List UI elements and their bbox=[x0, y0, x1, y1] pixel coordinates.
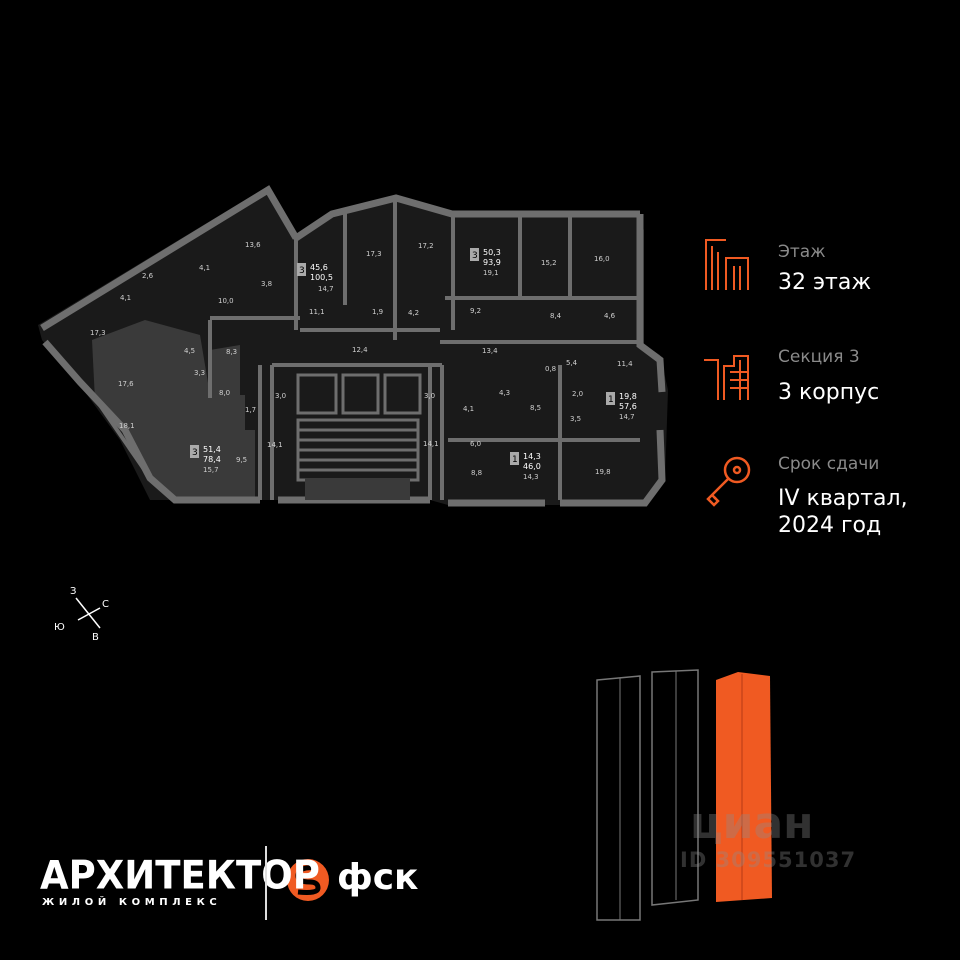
room-area: 17,2 bbox=[418, 242, 434, 250]
room-area: 5,4 bbox=[566, 359, 578, 367]
apartment-badge[interactable]: 3 51,4 78,4 15,7 bbox=[190, 445, 221, 474]
apartment-badge[interactable]: 3 50,3 93,9 19,1 bbox=[470, 248, 501, 277]
room-area: 3,0 bbox=[424, 392, 435, 400]
svg-text:15,7: 15,7 bbox=[203, 466, 219, 474]
deadline-value-line2: 2024 год bbox=[778, 513, 882, 538]
svg-text:93,9: 93,9 bbox=[483, 258, 501, 267]
apartment-highlighted[interactable] bbox=[92, 320, 255, 498]
room-area: 4,1 bbox=[199, 264, 210, 272]
room-area: 4,6 bbox=[604, 312, 616, 320]
svg-text:19,1: 19,1 bbox=[483, 269, 499, 277]
room-area: 3,3 bbox=[194, 369, 205, 377]
apartment-badge[interactable]: 1 19,8 57,6 14,7 bbox=[606, 392, 637, 421]
room-area: 19,8 bbox=[595, 468, 611, 476]
room-area: 3,5 bbox=[570, 415, 581, 423]
room-area: 2,0 bbox=[572, 390, 583, 398]
section-value: 3 корпус bbox=[778, 380, 880, 405]
section-label: Секция 3 bbox=[778, 347, 860, 367]
room-area: 1,7 bbox=[245, 406, 256, 414]
floor-value: 32 этаж bbox=[778, 270, 872, 295]
room-area: 2,6 bbox=[142, 272, 154, 280]
svg-text:57,6: 57,6 bbox=[619, 402, 637, 411]
compass-rose-icon bbox=[75, 597, 101, 629]
logo-sub: ЖИЛОЙ КОМПЛЕКС bbox=[42, 897, 222, 908]
svg-text:14,7: 14,7 bbox=[318, 285, 334, 293]
room-area: 10,0 bbox=[218, 297, 234, 305]
fsk-logo-icon bbox=[287, 859, 329, 901]
svg-text:100,5: 100,5 bbox=[310, 273, 333, 282]
room-labels: 13,6 17,3 2,6 4,1 4,1 3,8 10,0 11,1 17,3… bbox=[90, 241, 633, 477]
room-area: 17,3 bbox=[90, 329, 106, 337]
building-footprint: 13,6 17,3 2,6 4,1 4,1 3,8 10,0 11,1 17,3… bbox=[38, 185, 668, 507]
room-area: 4,5 bbox=[184, 347, 195, 355]
svg-text:45,6: 45,6 bbox=[310, 263, 328, 272]
svg-text:51,4: 51,4 bbox=[203, 445, 221, 454]
room-area: 11,1 bbox=[309, 308, 325, 316]
partner-logo-text: фск bbox=[337, 857, 419, 898]
room-area: 9,5 bbox=[236, 456, 247, 464]
room-area: 12,4 bbox=[352, 346, 368, 354]
compass-north: З bbox=[70, 586, 77, 597]
deadline-label: Срок сдачи bbox=[778, 454, 880, 474]
key-icon bbox=[706, 456, 751, 507]
floor-label: Этаж bbox=[778, 242, 826, 262]
apartment-badge[interactable]: 3 45,6 100,5 14,7 bbox=[297, 263, 334, 293]
room-area: 8,5 bbox=[530, 404, 541, 412]
room-area: 1,9 bbox=[372, 308, 383, 316]
svg-text:50,3: 50,3 bbox=[483, 248, 501, 257]
room-area: 14,1 bbox=[267, 441, 283, 449]
apartment-badge[interactable]: 1 14,3 46,0 14,3 bbox=[510, 452, 541, 481]
logo-divider bbox=[265, 846, 267, 920]
room-area: 9,2 bbox=[470, 307, 481, 315]
svg-text:3: 3 bbox=[192, 448, 198, 458]
room-area: 14,1 bbox=[423, 440, 439, 448]
room-area: 18,1 bbox=[119, 422, 135, 430]
room-area: 17,3 bbox=[366, 250, 382, 258]
compass: З С В Ю bbox=[52, 584, 122, 644]
room-area: 4,2 bbox=[408, 309, 419, 317]
room-area: 15,2 bbox=[541, 259, 557, 267]
compass-south: В bbox=[92, 632, 99, 643]
room-area: 17,6 bbox=[118, 380, 134, 388]
svg-text:14,3: 14,3 bbox=[523, 452, 541, 461]
compass-west: Ю bbox=[54, 622, 65, 633]
room-area: 4,3 bbox=[499, 389, 510, 397]
room-area: 8,0 bbox=[219, 389, 230, 397]
compass-east: С bbox=[102, 599, 109, 610]
watermark-id: ID 309551037 bbox=[680, 848, 857, 872]
room-area: 0,8 bbox=[545, 365, 556, 373]
room-area: 13,4 bbox=[482, 347, 498, 355]
svg-text:46,0: 46,0 bbox=[523, 462, 541, 471]
deadline-value-line1: IV квартал, bbox=[778, 486, 908, 511]
room-area: 4,1 bbox=[120, 294, 131, 302]
svg-text:19,8: 19,8 bbox=[619, 392, 637, 401]
room-area: 4,1 bbox=[463, 405, 474, 413]
room-area: 8,4 bbox=[550, 312, 562, 320]
logo-main: АРХИТЕКТОР bbox=[40, 852, 320, 899]
buildings-illustration bbox=[596, 669, 772, 921]
svg-text:14,3: 14,3 bbox=[523, 473, 539, 481]
floor-icon bbox=[705, 239, 749, 290]
svg-text:14,7: 14,7 bbox=[619, 413, 635, 421]
svg-text:3: 3 bbox=[472, 251, 478, 261]
room-area: 8,3 bbox=[226, 348, 237, 356]
watermark-brand: циан bbox=[690, 798, 814, 849]
room-area: 16,0 bbox=[594, 255, 610, 263]
section-icon bbox=[704, 355, 749, 400]
room-area: 11,4 bbox=[617, 360, 633, 368]
room-area: 3,8 bbox=[261, 280, 272, 288]
room-area: 13,6 bbox=[245, 241, 261, 249]
building-selected bbox=[716, 672, 772, 902]
apartment-badges: 3 45,6 100,5 14,7 3 50,3 93,9 19,1 3 51,… bbox=[190, 248, 637, 481]
svg-text:78,4: 78,4 bbox=[203, 455, 221, 464]
svg-text:1: 1 bbox=[512, 455, 518, 465]
room-area: 3,0 bbox=[275, 392, 286, 400]
svg-text:3: 3 bbox=[299, 266, 305, 276]
svg-text:1: 1 bbox=[608, 395, 614, 405]
room-area: 8,8 bbox=[471, 469, 482, 477]
room-area: 6,0 bbox=[470, 440, 481, 448]
